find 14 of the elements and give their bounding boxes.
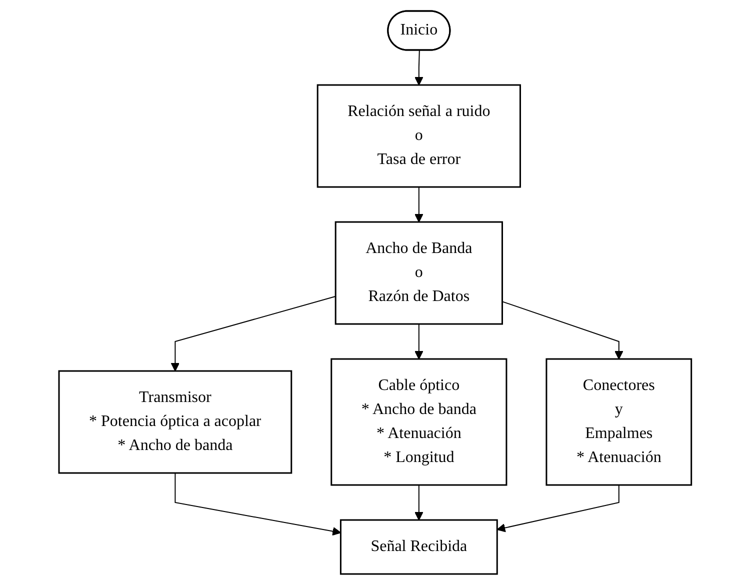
node-box: Relación señal a ruido o Tasa de error <box>317 84 522 188</box>
arrow <box>414 323 424 359</box>
arrow <box>502 300 624 359</box>
node-box: Conectores y Empalmes * Atenuación <box>546 358 692 486</box>
arrow <box>175 472 342 536</box>
node-box: Transmisor * Potencia óptica a acoplar * Ancho de banda <box>58 370 292 474</box>
node-box: Ancho de Banda o Razón de Datos <box>335 220 504 324</box>
arrow <box>414 50 424 85</box>
node-box: Señal Recibida <box>340 518 498 574</box>
arrow <box>414 484 424 520</box>
arrow <box>414 186 424 222</box>
node-box: Cable óptico * Ancho de banda * Atenuación * Longitud <box>330 358 508 486</box>
arrow <box>497 484 620 532</box>
arrow <box>171 295 336 371</box>
